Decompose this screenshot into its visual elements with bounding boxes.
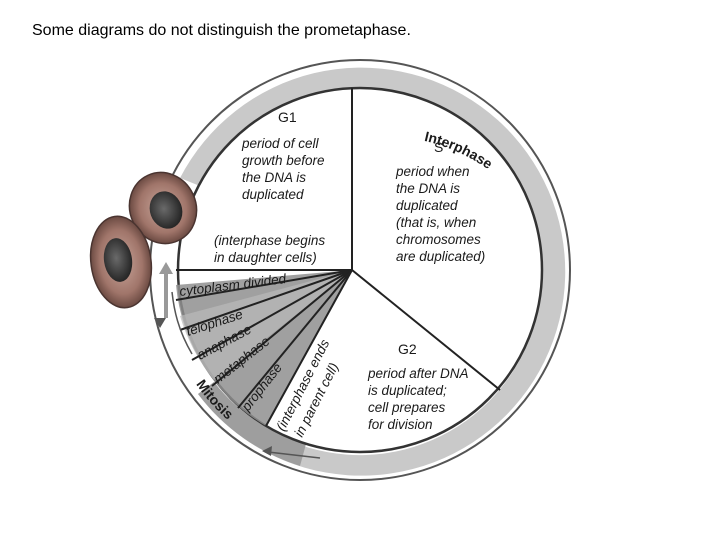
daughter-cell-bottom <box>89 215 153 309</box>
s-line-5: chromosomes <box>396 232 481 247</box>
s-line-3: duplicated <box>396 198 458 213</box>
g1-line-3: the DNA is <box>242 170 306 185</box>
cycle-arrow-left <box>171 291 193 355</box>
s-line-2: the DNA is <box>396 181 460 196</box>
cycle-arrow-bottom <box>267 451 321 459</box>
daughter-arrowhead <box>159 262 173 274</box>
g2-line-3: cell prepares <box>368 400 446 415</box>
g2-line-2: is duplicated; <box>368 383 447 398</box>
caption: Some diagrams do not distinguish the pro… <box>32 22 411 39</box>
g1-note-1: (interphase begins <box>214 233 325 248</box>
g1-heading: G1 <box>278 109 297 125</box>
g2-line-4: for division <box>368 417 433 432</box>
g1-line-1: period of cell <box>241 136 320 151</box>
g2-heading: G2 <box>398 341 417 357</box>
s-heading: S <box>434 139 443 155</box>
daughter-cell-top <box>128 171 198 245</box>
arrowhead-bottom <box>262 446 272 456</box>
mitosis-sector-light <box>180 270 352 380</box>
g1-note-2: in daughter cells) <box>214 250 317 265</box>
phase-dividers <box>175 88 501 427</box>
arrowhead-left <box>154 318 166 328</box>
s-line-6: are duplicated) <box>396 249 485 264</box>
s-line-4: (that is, when <box>396 215 476 230</box>
g1-line-4: duplicated <box>242 187 304 202</box>
g1-line-2: growth before <box>242 153 325 168</box>
g2-line-1: period after DNA <box>367 366 469 381</box>
s-line-1: period when <box>395 164 470 179</box>
mitosis-band <box>198 382 306 466</box>
